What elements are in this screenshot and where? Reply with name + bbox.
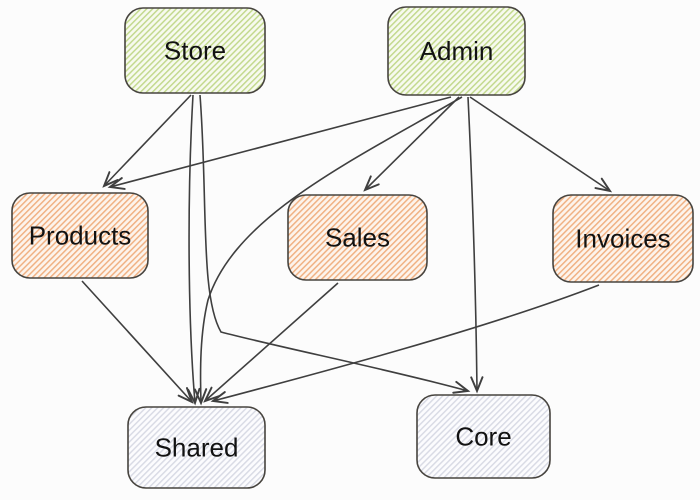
node-store: Store [124, 7, 266, 94]
edge-admin-invoices [469, 96, 610, 191]
edge-products-shared [81, 280, 192, 402]
node-sales: Sales [287, 194, 428, 281]
node-invoices: Invoices [552, 194, 694, 283]
node-store-box [124, 7, 266, 94]
node-admin: Admin [387, 6, 526, 96]
edge-store-shared [189, 94, 195, 403]
node-shared-box [127, 406, 266, 489]
node-admin-box [387, 6, 526, 96]
node-sales-label: Sales [325, 222, 390, 252]
edge-admin-products [110, 96, 452, 187]
node-shared: Shared [127, 406, 266, 489]
node-admin-label: Admin [420, 36, 494, 66]
node-sales-box [287, 194, 428, 281]
edges-layer [81, 94, 610, 403]
node-invoices-box [552, 194, 694, 283]
edge-sales-shared [205, 282, 339, 401]
node-core: Core [416, 394, 551, 479]
edge-admin-sales [365, 96, 460, 190]
node-shared-label: Shared [155, 432, 239, 462]
edge-store-products [104, 94, 192, 186]
node-products: Products [11, 192, 149, 279]
node-products-label: Products [29, 220, 132, 250]
node-products-box [11, 192, 149, 279]
node-core-box [416, 394, 551, 479]
edge-admin-core [467, 96, 477, 391]
edge-invoices-shared [213, 284, 600, 401]
node-store-label: Store [164, 35, 226, 65]
node-core-label: Core [455, 421, 511, 451]
edge-admin-shared [201, 96, 463, 403]
node-invoices-label: Invoices [575, 223, 670, 253]
edge-store-core [199, 94, 468, 391]
